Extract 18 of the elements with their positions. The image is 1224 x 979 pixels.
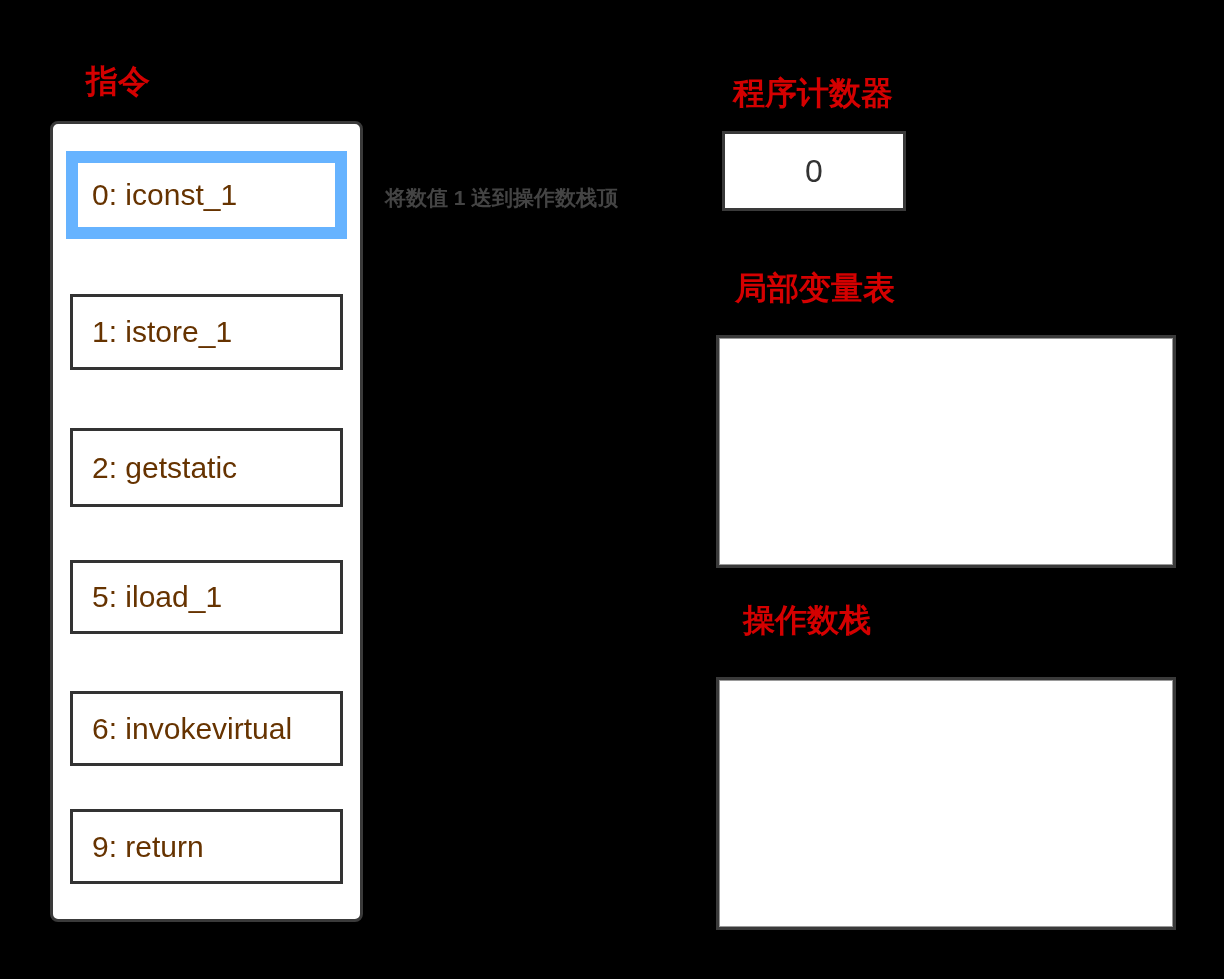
instruction-text: 0: iconst_1 xyxy=(92,177,238,213)
instruction-box xyxy=(70,428,343,507)
instruction-text: 9: return xyxy=(92,828,204,865)
instruction-text: 2: getstatic xyxy=(92,449,238,486)
annotation-text: 将数值 1 送到操作数栈顶 xyxy=(385,185,619,211)
section-heading: 程序计数器 xyxy=(733,74,893,112)
instruction-text: 5: iload_1 xyxy=(92,579,223,615)
section-heading: 局部变量表 xyxy=(735,269,895,307)
section-heading: 指令 xyxy=(86,62,150,100)
instruction-text: 6: invokevirtual xyxy=(92,710,293,747)
highlighted-instruction-box xyxy=(66,151,347,239)
instruction-box xyxy=(70,691,343,766)
instruction-text: 1: istore_1 xyxy=(92,314,233,350)
section-heading: 操作数栈 xyxy=(743,601,871,639)
instruction-box xyxy=(70,809,343,884)
counter-value: 0 xyxy=(805,152,823,190)
instruction-box xyxy=(70,294,343,370)
instruction-box xyxy=(70,560,343,634)
